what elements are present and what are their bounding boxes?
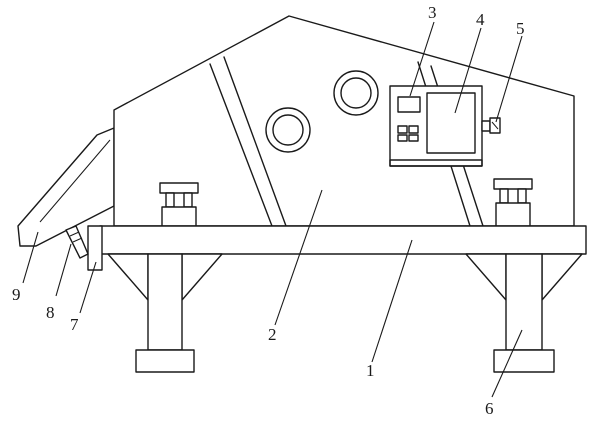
label-3: 3 [428, 3, 437, 22]
nozzle [65, 225, 89, 259]
label-4: 4 [476, 10, 485, 29]
label-5: 5 [516, 19, 525, 38]
base-frame [99, 225, 587, 255]
label-7: 7 [70, 315, 79, 334]
label-1: 1 [366, 361, 375, 380]
side-sensor [481, 117, 501, 134]
label-6: 6 [485, 399, 494, 418]
monitor-screen [426, 92, 476, 154]
circular-port-left [265, 107, 311, 153]
callout-labels: 1 2 3 4 5 6 7 8 9 [12, 3, 525, 418]
front-plate [87, 225, 103, 271]
spring-mount-right [493, 178, 533, 227]
control-button [408, 125, 419, 134]
leader-lines [22, 21, 523, 398]
support-leg-left [107, 253, 223, 373]
label-8: 8 [46, 303, 55, 322]
spring-mount-left [159, 182, 199, 227]
circular-port-right [333, 70, 379, 116]
display-window [397, 96, 421, 113]
control-button [397, 125, 408, 134]
label-9: 9 [12, 285, 21, 304]
control-button [397, 134, 408, 142]
control-button [408, 134, 419, 142]
label-2: 2 [268, 325, 277, 344]
support-leg-right [465, 253, 583, 373]
